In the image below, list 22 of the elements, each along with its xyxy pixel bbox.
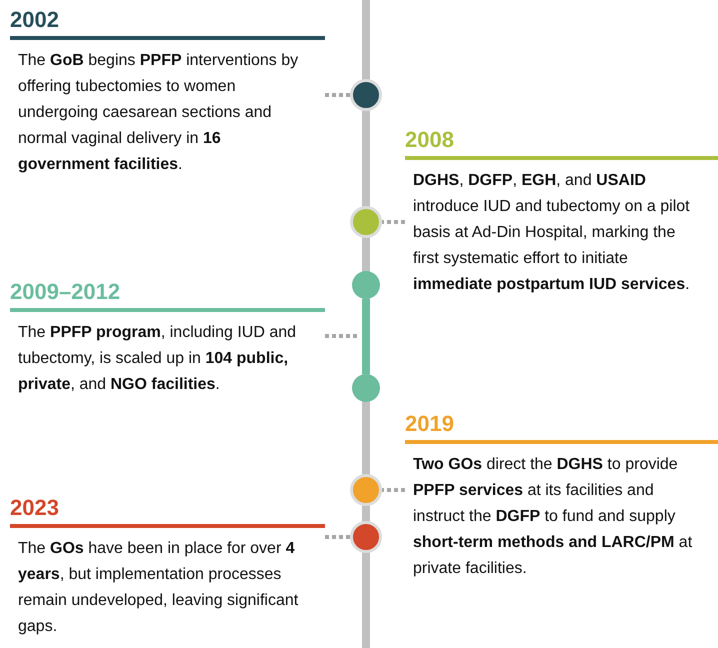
leader-line [325, 334, 358, 338]
event-description: DGHS, DGFP, EGH, and USAID introduce IUD and tubectomy on a pilot basis at Ad-Din Hospital, marking the first systematic effort to initiate immediate postpartum IUD services. [413, 171, 691, 295]
leader-line [325, 535, 350, 539]
timeline-marker [350, 474, 382, 506]
timeline-segment [362, 299, 370, 374]
timeline-marker [350, 79, 382, 111]
event-description: The PPFP program, including IUD and tubectomy, is scaled up in 104 public, private, and NGO facilities. [18, 323, 298, 395]
event-description: The GoB begins PPFP interventions by offering tubectomies to women undergoing caesarean sections and normal vaginal delivery in 16 government facilities. [18, 51, 300, 175]
leader-line [325, 93, 350, 97]
timeline-marker [352, 271, 380, 299]
year-heading: 2019 [405, 410, 718, 444]
timeline-marker [350, 206, 382, 238]
event-description: Two GOs direct the DGHS to provide PPFP services at its facilities and instruct the DGFP to fund and supply short-term methods and LARC/PM at private facilities. [413, 455, 694, 579]
leader-line [382, 220, 405, 224]
event-description: The GOs have been in place for over 4 years, but implementation processes remain undeveloped, leaving significant gaps. [18, 539, 300, 637]
leader-line [382, 488, 405, 492]
year-heading: 2009–2012 [10, 278, 325, 312]
year-heading: 2023 [10, 494, 325, 528]
timeline-marker [352, 374, 380, 402]
year-heading: 2008 [405, 126, 718, 160]
timeline-marker [350, 521, 382, 553]
year-heading: 2002 [10, 6, 325, 40]
